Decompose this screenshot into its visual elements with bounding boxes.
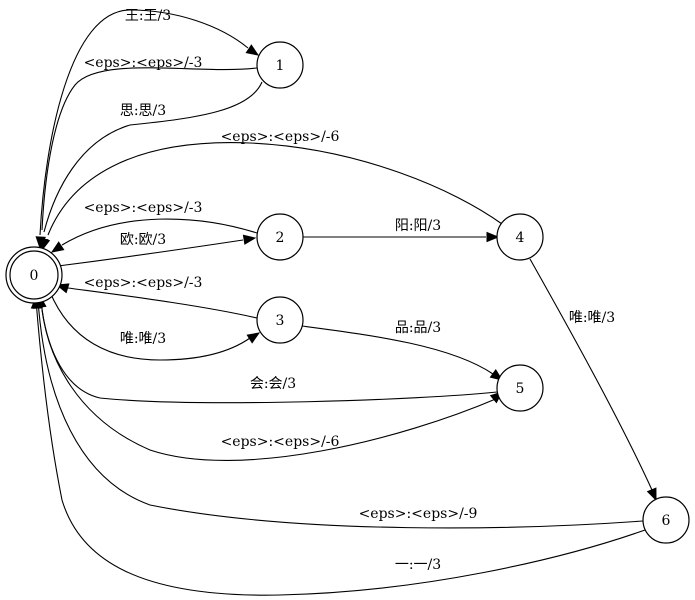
edge-label: 一:一/3 <box>395 557 441 573</box>
edge-label: 唯:唯/3 <box>569 310 615 326</box>
edge-3-to-0: <eps>:<eps>/-3 <box>55 275 258 319</box>
edge-label: 思:思/3 <box>120 103 166 119</box>
edge-line <box>57 239 244 267</box>
state-label: 1 <box>276 58 285 74</box>
edge-line <box>39 9 249 236</box>
edge-0-to-2: 欧:欧/3 <box>57 232 257 267</box>
edge-label: 会:会/3 <box>250 376 296 392</box>
edge-line <box>301 325 494 375</box>
state-circle <box>496 213 544 261</box>
state-circle <box>9 250 59 300</box>
edge-label: <eps>:<eps>/-3 <box>84 200 203 216</box>
edge-2-to-0: <eps>:<eps>/-3 <box>50 200 258 253</box>
edge-line <box>35 299 646 596</box>
edge-label: 唯:唯/3 <box>120 331 166 347</box>
edge-2-to-4: 阳:阳/3 <box>303 218 500 243</box>
edge-0-to-1: 王:王/3 <box>39 8 260 236</box>
arrowhead <box>245 44 260 56</box>
state-circle <box>256 213 304 261</box>
edge-line <box>67 287 258 319</box>
arrowhead <box>646 487 657 502</box>
edge-line <box>40 297 499 461</box>
edge-6-to-0: 一:一/3 <box>30 295 646 596</box>
nodes-layer: 0 1 2 3 4 5 6 <box>5 41 690 544</box>
edge-label: <eps>:<eps>/-3 <box>84 55 203 71</box>
edge-line <box>41 309 498 404</box>
arrowhead <box>246 332 261 344</box>
edge-0-to-3: 唯:唯/3 <box>49 291 261 361</box>
edge-1-to-0: <eps>:<eps>/-3 <box>35 55 258 250</box>
edge-0-to-5: <eps>:<eps>/-6 <box>40 297 504 461</box>
state-node-0: 0 <box>5 246 63 304</box>
edge-line <box>61 218 258 246</box>
state-circle <box>256 296 304 344</box>
edge-line <box>529 258 653 491</box>
edge-label: <eps>:<eps>/-6 <box>221 434 340 450</box>
arrowhead <box>486 231 500 243</box>
state-label: 5 <box>516 381 525 397</box>
edge-4-to-0: <eps>:<eps>/-6 <box>40 129 503 252</box>
state-node-3: 3 <box>256 296 304 344</box>
state-node-5: 5 <box>496 364 544 412</box>
state-label: 6 <box>662 513 671 529</box>
state-label: 2 <box>276 230 285 246</box>
edge-label: <eps>:<eps>/-6 <box>221 129 340 145</box>
state-circle <box>642 496 690 544</box>
edge-line <box>41 67 258 231</box>
edge-3-to-5: 品:品/3 <box>301 320 504 381</box>
edge-label: <eps>:<eps>/-3 <box>84 275 203 291</box>
edge-label: 王:王/3 <box>125 8 171 24</box>
edge-1-to-0: 思:思/3 <box>38 81 263 252</box>
edge-label: 品:品/3 <box>395 320 441 336</box>
state-label: 0 <box>30 268 39 284</box>
edge-line <box>49 291 251 361</box>
state-node-2: 2 <box>256 213 304 261</box>
edge-4-to-6: 唯:唯/3 <box>529 258 657 502</box>
edges-layer: 王:王/3 <eps>:<eps>/-3 思:思/3 <eps>:<eps>/-6 <e… <box>30 8 657 596</box>
arrowhead <box>40 237 51 252</box>
state-label: 4 <box>516 230 525 246</box>
state-circle <box>256 41 304 89</box>
edge-line <box>47 142 503 236</box>
arrowhead <box>50 241 65 253</box>
arrowhead <box>242 234 257 245</box>
state-node-6: 6 <box>642 496 690 544</box>
edge-label: 阳:阳/3 <box>395 218 441 234</box>
edge-label: 欧:欧/3 <box>120 232 166 248</box>
state-circle <box>496 364 544 412</box>
state-node-1: 1 <box>256 41 304 89</box>
edge-label: <eps>:<eps>/-9 <box>359 506 478 522</box>
state-node-4: 4 <box>496 213 544 261</box>
state-label: 3 <box>276 313 285 329</box>
edge-line <box>43 81 263 233</box>
edge-line <box>37 299 644 529</box>
